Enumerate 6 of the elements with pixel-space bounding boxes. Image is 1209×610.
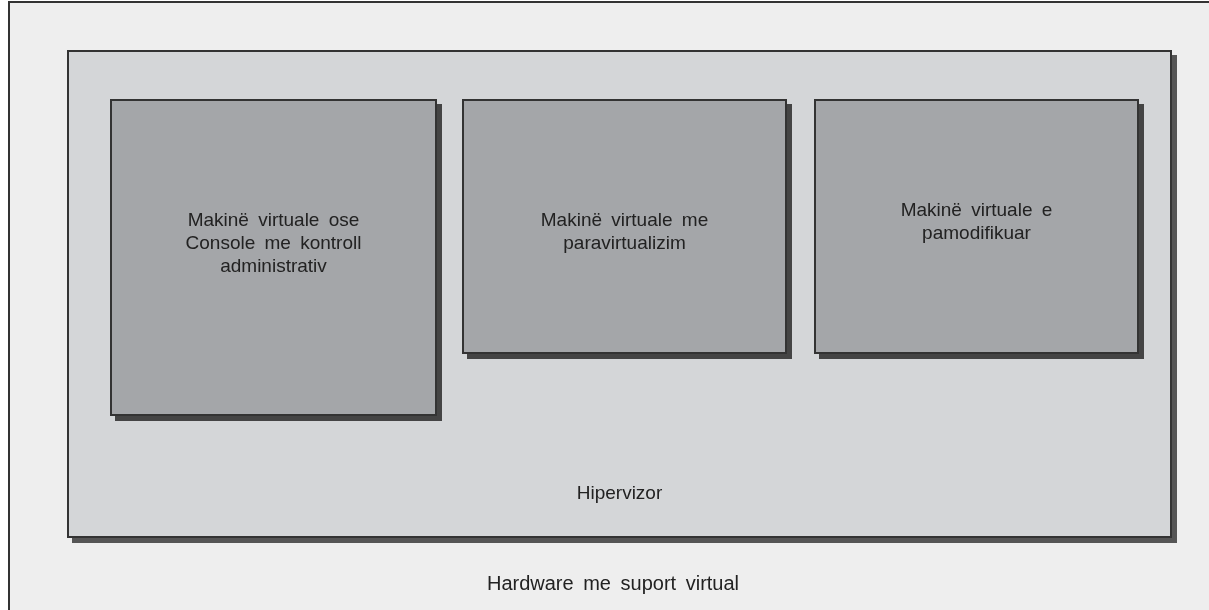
node-label: Makinë virtuale e pamodifikuar bbox=[899, 199, 1054, 245]
hardware-panel bbox=[8, 1, 1209, 610]
node-label: Makinë virtuale me paravirtualizim bbox=[539, 209, 710, 255]
node-label: Makinë virtuale ose Console me kontroll administrativ bbox=[184, 209, 363, 278]
node-label: Hardware me suport virtual bbox=[485, 571, 741, 595]
node-label: Hipervizor bbox=[575, 482, 664, 505]
